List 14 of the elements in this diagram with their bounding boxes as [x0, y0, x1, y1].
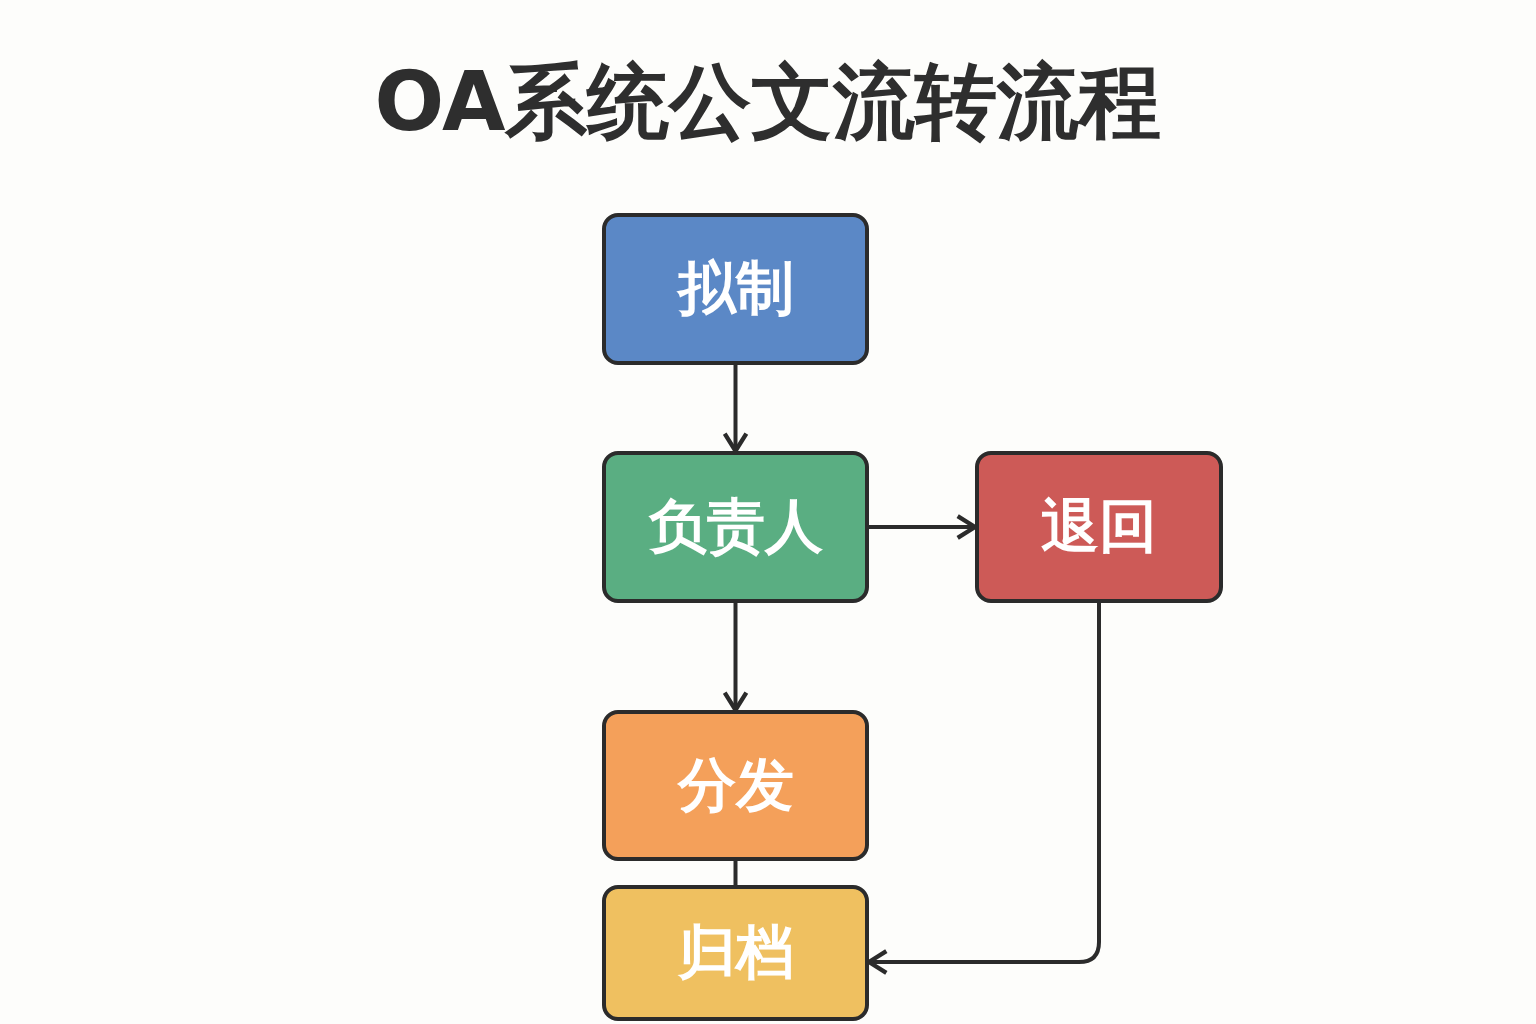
process-box: [602, 885, 869, 1021]
arrow: [722, 365, 749, 454]
diagram-title: OA系统公文流转流程: [373, 53, 1163, 151]
node-label: 负责人: [648, 491, 823, 562]
node-label: 归档: [677, 917, 794, 988]
node-label: 分发: [677, 749, 794, 821]
process-box: [602, 451, 869, 603]
process-box: [602, 710, 869, 861]
arrow: [722, 603, 749, 713]
process-box: [602, 213, 869, 365]
connector-line: [733, 861, 738, 885]
node-label: 拟制: [677, 253, 794, 324]
node-label: 退回: [1041, 491, 1157, 562]
process-box: [975, 451, 1223, 603]
